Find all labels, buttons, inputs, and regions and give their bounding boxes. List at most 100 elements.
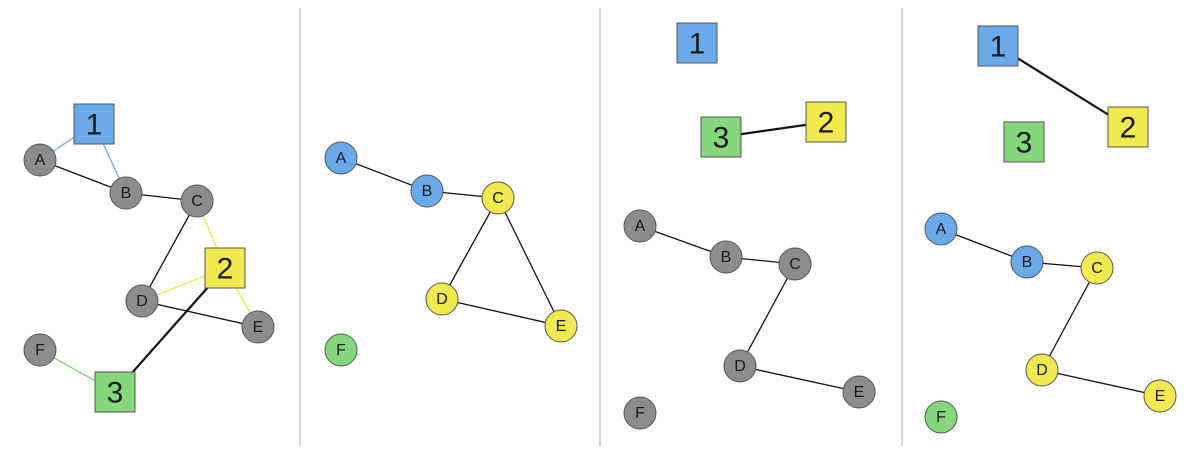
node-3-square [1003,121,1045,163]
node-B: B [709,240,743,274]
node-C: C [180,184,214,218]
node-A-label: A [635,218,646,235]
node-A: A [623,209,657,243]
node-1-square [676,22,718,64]
panel-3: 1 2 3A B C D E F [623,22,876,430]
panel-2: A B C D E F [324,141,578,367]
node-1-label: 1 [86,109,103,142]
node-A: A [23,143,57,177]
node-2-square [204,247,246,289]
panel-3-edges [639,120,860,393]
panel-2-nodes: A B C D E F [324,141,578,367]
node-2: 2 [204,247,246,289]
node-A-label: A [35,152,46,169]
node-F: F [924,400,958,434]
node-3-label: 3 [1016,127,1033,160]
node-1-label: 1 [689,28,706,61]
node-D: D [723,349,757,383]
node-2-label: 2 [217,253,234,286]
node-C: C [481,181,515,215]
panel-dividers [299,8,903,446]
node-E-circle [842,375,876,409]
node-D-label: D [1036,362,1048,379]
node-E-label: E [1155,388,1166,405]
node-D: D [1025,353,1059,387]
node-A-circle [23,143,57,177]
node-F-circle [623,396,657,430]
node-B: B [109,176,143,210]
node-B-label: B [121,185,132,202]
node-E: E [1143,379,1177,413]
edge-C-D [1041,267,1098,371]
node-3-label: 3 [713,122,730,155]
edge-C-D [739,263,796,367]
node-1: 1 [977,25,1019,67]
node-1-label: 1 [990,31,1007,64]
node-C-circle [180,184,214,218]
node-B-circle [709,240,743,274]
node-C-label: C [492,190,504,207]
node-F-label: F [35,342,45,359]
node-E-label: E [253,319,264,336]
node-1-square [73,103,115,145]
node-2: 2 [1107,106,1149,148]
node-C: C [1080,251,1114,285]
node-B-label: B [721,249,732,266]
edge-D-E [141,300,259,328]
node-A-circle [623,209,657,243]
node-E-circle [1143,379,1177,413]
node-E: E [842,375,876,409]
edge-C-D [141,200,198,302]
node-C-circle [1080,251,1114,285]
node-E-circle [544,309,578,343]
edge-2-3 [114,267,226,393]
panel-1: 1 2 3 A B C D E F [23,103,275,413]
node-3-square [94,371,136,413]
node-2-square [1107,106,1149,148]
node-1-square [977,25,1019,67]
panel-4-edges [940,45,1161,397]
node-3-square [700,116,742,158]
node-D-label: D [436,291,448,308]
node-D-label: D [136,293,148,310]
node-A: A [924,212,958,246]
edge-D-E [1041,369,1161,397]
node-E-circle [241,310,275,344]
node-F: F [23,333,57,367]
node-F-label: F [635,405,645,422]
node-A-circle [924,212,958,246]
edge-C-D [441,197,499,300]
node-B: B [1010,245,1044,279]
node-C-label: C [1091,260,1103,277]
node-D: D [125,284,159,318]
node-C-circle [481,181,515,215]
node-C-label: C [789,256,801,273]
node-C-label: C [191,193,203,210]
node-3-label: 3 [107,377,124,410]
node-D-circle [425,282,459,316]
node-E-label: E [854,384,865,401]
node-B-circle [1010,245,1044,279]
node-B: B [410,174,444,208]
edge-1-2 [997,45,1129,128]
node-B-label: B [422,183,433,200]
node-E: E [544,309,578,343]
node-3: 3 [94,371,136,413]
node-2-label: 2 [818,107,835,140]
node-2: 2 [805,101,847,143]
node-F-label: F [336,342,346,359]
node-F-circle [924,400,958,434]
node-E: E [241,310,275,344]
node-3: 3 [700,116,742,158]
node-2-label: 2 [1120,112,1137,145]
node-F: F [324,333,358,367]
node-A: A [324,141,358,175]
panel-1-nodes: 1 2 3 A B C D E F [23,103,275,413]
node-E-label: E [556,318,567,335]
node-D-label: D [734,358,746,375]
panel-4-nodes: 1 2 3A B C D E F [924,25,1177,434]
node-D: D [425,282,459,316]
node-1: 1 [676,22,718,64]
edge-D-E [441,298,562,327]
